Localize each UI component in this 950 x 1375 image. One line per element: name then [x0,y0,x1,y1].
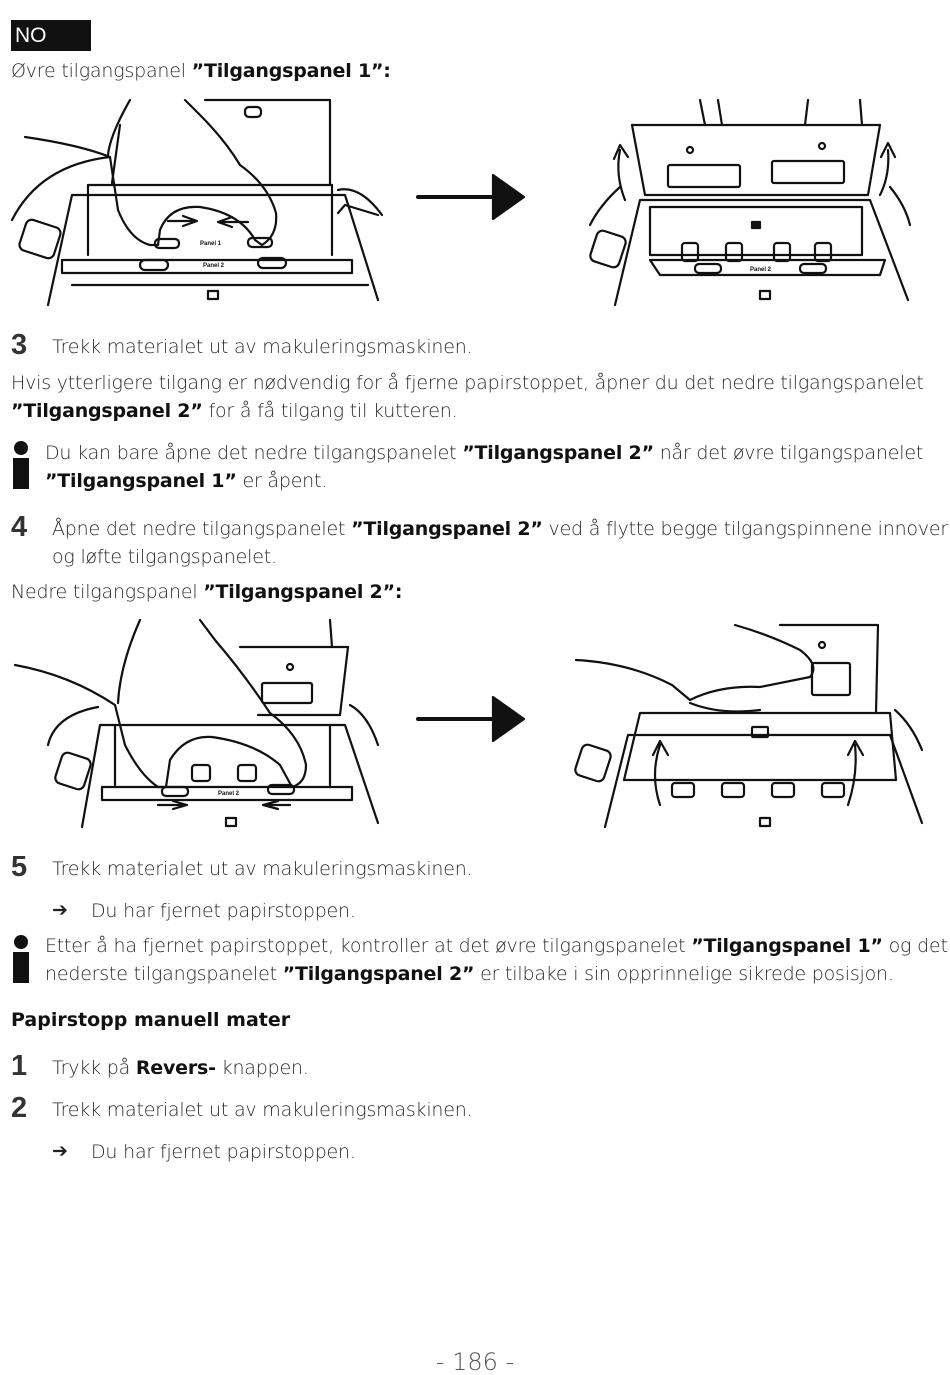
note-2-text-d: er tilbake i sin opprinnelige sikrede po… [474,963,894,985]
step-1-text: Trykk på Revers- knappen. [52,1054,309,1082]
upper-panel-caption: Øvre tilgangspanel ”Tilgangspanel 1”: [11,57,391,85]
caption-text: Nedre tilgangspanel [11,581,204,603]
transition-arrow-lower [416,695,526,743]
result-arrow-icon: ➔ [52,899,68,921]
note-2-bold-2: ”Tilgangspanel 2” [282,963,475,985]
lock-icon [758,289,772,301]
note-1-text-a: Du kan bare åpne det nedre tilgangspanel… [45,442,463,464]
note-1-text-b: når det øvre tilgangspanelet [653,442,924,464]
note-2-line-1: Etter å ha fjernet papirstoppet, kontrol… [45,932,948,960]
step-number-1: 1 [11,1050,28,1082]
note-2-text-a: Etter å ha fjernet papirstoppet, kontrol… [45,935,692,957]
step-number-2: 2 [11,1092,28,1124]
panel2-label-c: Panel 2 [218,791,240,797]
shredder-left-lower: Panel 2 [13,618,380,829]
result-2-text: Du har fjernet papirstoppen. [91,1141,356,1163]
upper-panel-illustration: Panel 1 Panel 2 Panel 2 [10,98,912,307]
lock-icon [758,816,772,828]
shredder-right-upper: Panel 2 [588,98,912,307]
language-tag: NO [11,20,91,51]
caption-bold: ”Tilgangspanel 1”: [191,60,391,82]
note-1-rest: er åpent. [236,470,328,492]
section-heading: Papirstopp manuell mater [11,1009,291,1031]
info-icon [11,935,31,983]
step-4-text-a: Åpne det nedre tilgangspanelet [52,518,352,540]
info-icon [11,441,31,489]
paragraph-rest: for å få tilgang til kutteren. [202,400,458,422]
reverse-button-label: Revers- [135,1057,216,1079]
paragraph-bold: ”Tilgangspanel 2” [11,400,203,422]
page-number: - 186 - [435,1348,515,1375]
step-number-4: 4 [11,511,28,543]
step-number-5: 5 [11,851,28,883]
panel1-label: Panel 1 [200,241,222,247]
shredder-left-upper: Panel 1 Panel 2 [10,98,384,307]
result-1-text: Du har fjernet papirstoppen. [91,900,356,922]
note-2-line-2: nederste tilgangspanelet ”Tilgangspanel … [45,960,894,988]
note-2-bold: ”Tilgangspanel 1” [691,935,883,957]
lock-icon [206,289,220,301]
step-number-3: 3 [11,329,28,361]
step-4-bold: ”Tilgangspanel 2” [351,518,543,540]
lock-icon [224,816,238,828]
note-2-text-b: og det [882,935,948,957]
caption-text: Øvre tilgangspanel [11,60,192,82]
lower-panel-caption: Nedre tilgangspanel ”Tilgangspanel 2”: [11,578,402,606]
note-1-bold: ”Tilgangspanel 2” [462,442,654,464]
note-1-line-1: Du kan bare åpne det nedre tilgangspanel… [45,439,923,467]
caption-bold: ”Tilgangspanel 2”: [203,581,403,603]
note-1-line-2: ”Tilgangspanel 1” er åpent. [45,467,327,495]
step-4-line-1: Åpne det nedre tilgangspanelet ”Tilgangs… [52,515,948,543]
paragraph-line-1: Hvis ytterligere tilgang er nødvendig fo… [11,372,924,394]
step-2-text: Trekk materialet ut av makuleringsmaskin… [52,1099,473,1121]
step-1-text-b: knappen. [215,1057,309,1079]
step-5-text: Trekk materialet ut av makuleringsmaskin… [52,858,473,880]
result-arrow-icon: ➔ [52,1140,68,1162]
step-4-text-b: ved å flytte begge tilgangspinnene innov… [542,518,949,540]
note-2-text-c: nederste tilgangspanelet [45,963,283,985]
panel2-label-a: Panel 2 [203,263,225,269]
step-4-line-2: og løfte tilgangspanelet. [52,546,277,568]
paragraph-line-2: ”Tilgangspanel 2” for å få tilgang til k… [11,397,458,425]
shredder-right-lower [574,623,924,829]
transition-arrow-upper [416,173,526,221]
note-1-bold-2: ”Tilgangspanel 1” [45,470,237,492]
step-3-text: Trekk materialet ut av makuleringsmaskin… [52,336,473,358]
lower-panel-illustration: Panel 2 [13,618,924,829]
step-1-text-a: Trykk på [52,1057,136,1079]
panel2-label-b: Panel 2 [750,267,772,273]
